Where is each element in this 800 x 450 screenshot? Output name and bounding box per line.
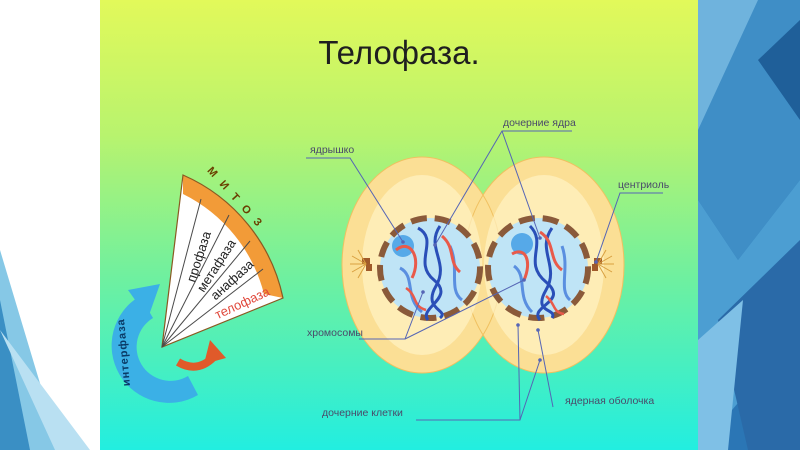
label-daughter-nuclei: дочерние ядра <box>503 117 576 129</box>
right-nucleus <box>485 215 591 321</box>
right-slide-border <box>698 0 800 450</box>
mitosis-wheel: М И Т О З профаза метафаза анафаза телоф… <box>111 165 284 403</box>
left-slide-border <box>0 0 100 450</box>
interphase-arrow <box>111 296 198 403</box>
left-nucleus <box>377 215 483 321</box>
label-nuclear-envelope: ядерная оболочка <box>565 395 654 407</box>
mitosis-ring <box>183 175 283 298</box>
telophase-diagram: М И Т О З профаза метафаза анафаза телоф… <box>111 117 670 421</box>
phase-sector-background <box>162 175 283 347</box>
label-nucleolus: ядрышко <box>310 144 354 156</box>
slide-title: Телофаза. <box>318 34 480 71</box>
slide: Телофаза. М И Т О З профаза метафаза ана… <box>100 0 698 450</box>
nucleolus-right <box>511 233 533 255</box>
interphase-label: интерфаза <box>115 318 133 387</box>
label-daughter-cells: дочерние клетки <box>322 407 403 419</box>
centriole-right-icon <box>592 249 614 279</box>
label-centriole: центриоль <box>618 179 670 191</box>
centriole-left-icon <box>350 249 372 279</box>
daughter-cells <box>341 156 625 374</box>
label-chromosomes: хромосомы <box>307 327 363 339</box>
orange-arrow-icon <box>204 340 226 364</box>
leader-lines <box>306 130 663 421</box>
